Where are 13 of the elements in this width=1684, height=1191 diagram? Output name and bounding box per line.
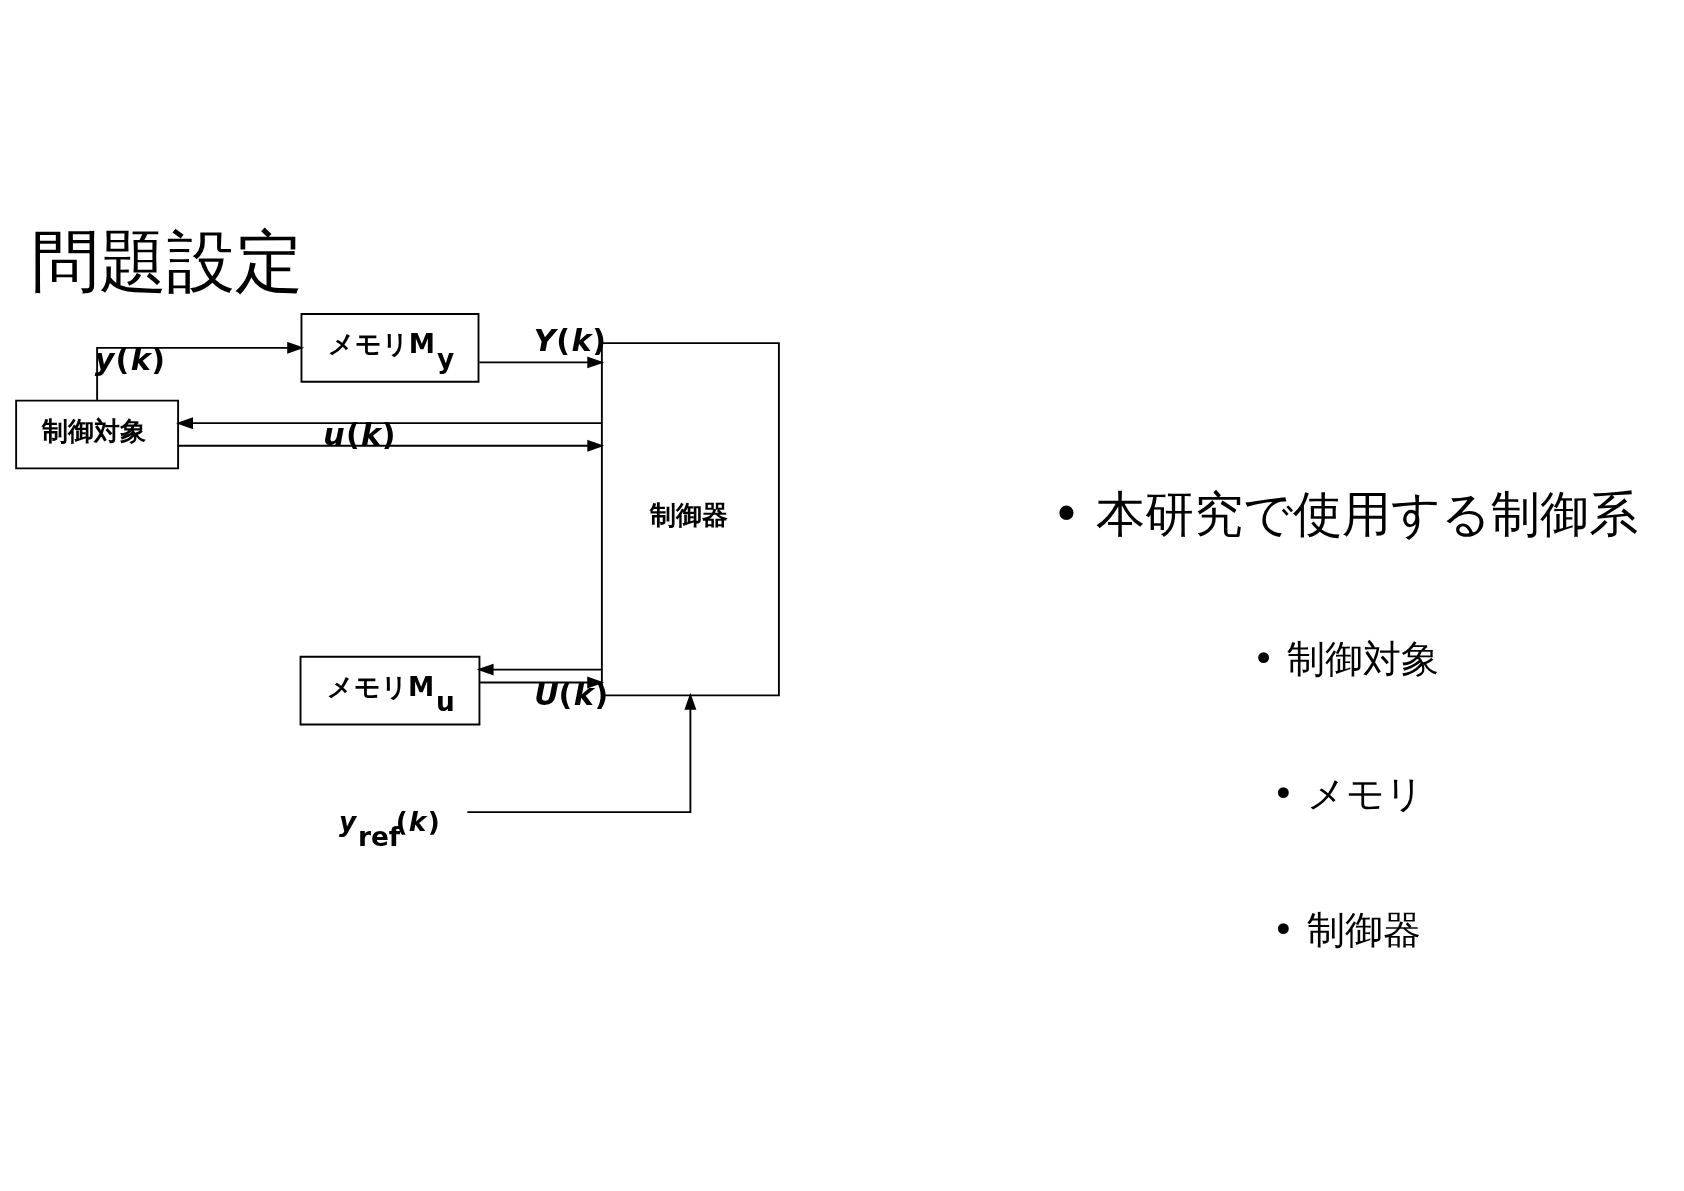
label: • 制御器 (1272, 907, 1421, 952)
arrow (476, 663, 603, 676)
arrow (176, 417, 603, 430)
arrow (96, 341, 305, 402)
diagram-title: 問題設定 (31, 222, 304, 302)
arrow (466, 692, 697, 814)
arrow (479, 676, 605, 689)
arrow (177, 439, 605, 452)
label: • メモリ (1272, 772, 1424, 817)
node-box: 制御対象 (15, 399, 180, 470)
label: • 制御対象 (1252, 636, 1439, 681)
label: • 本研究で使用する制御系 (1052, 486, 1639, 544)
arrow (478, 356, 605, 369)
